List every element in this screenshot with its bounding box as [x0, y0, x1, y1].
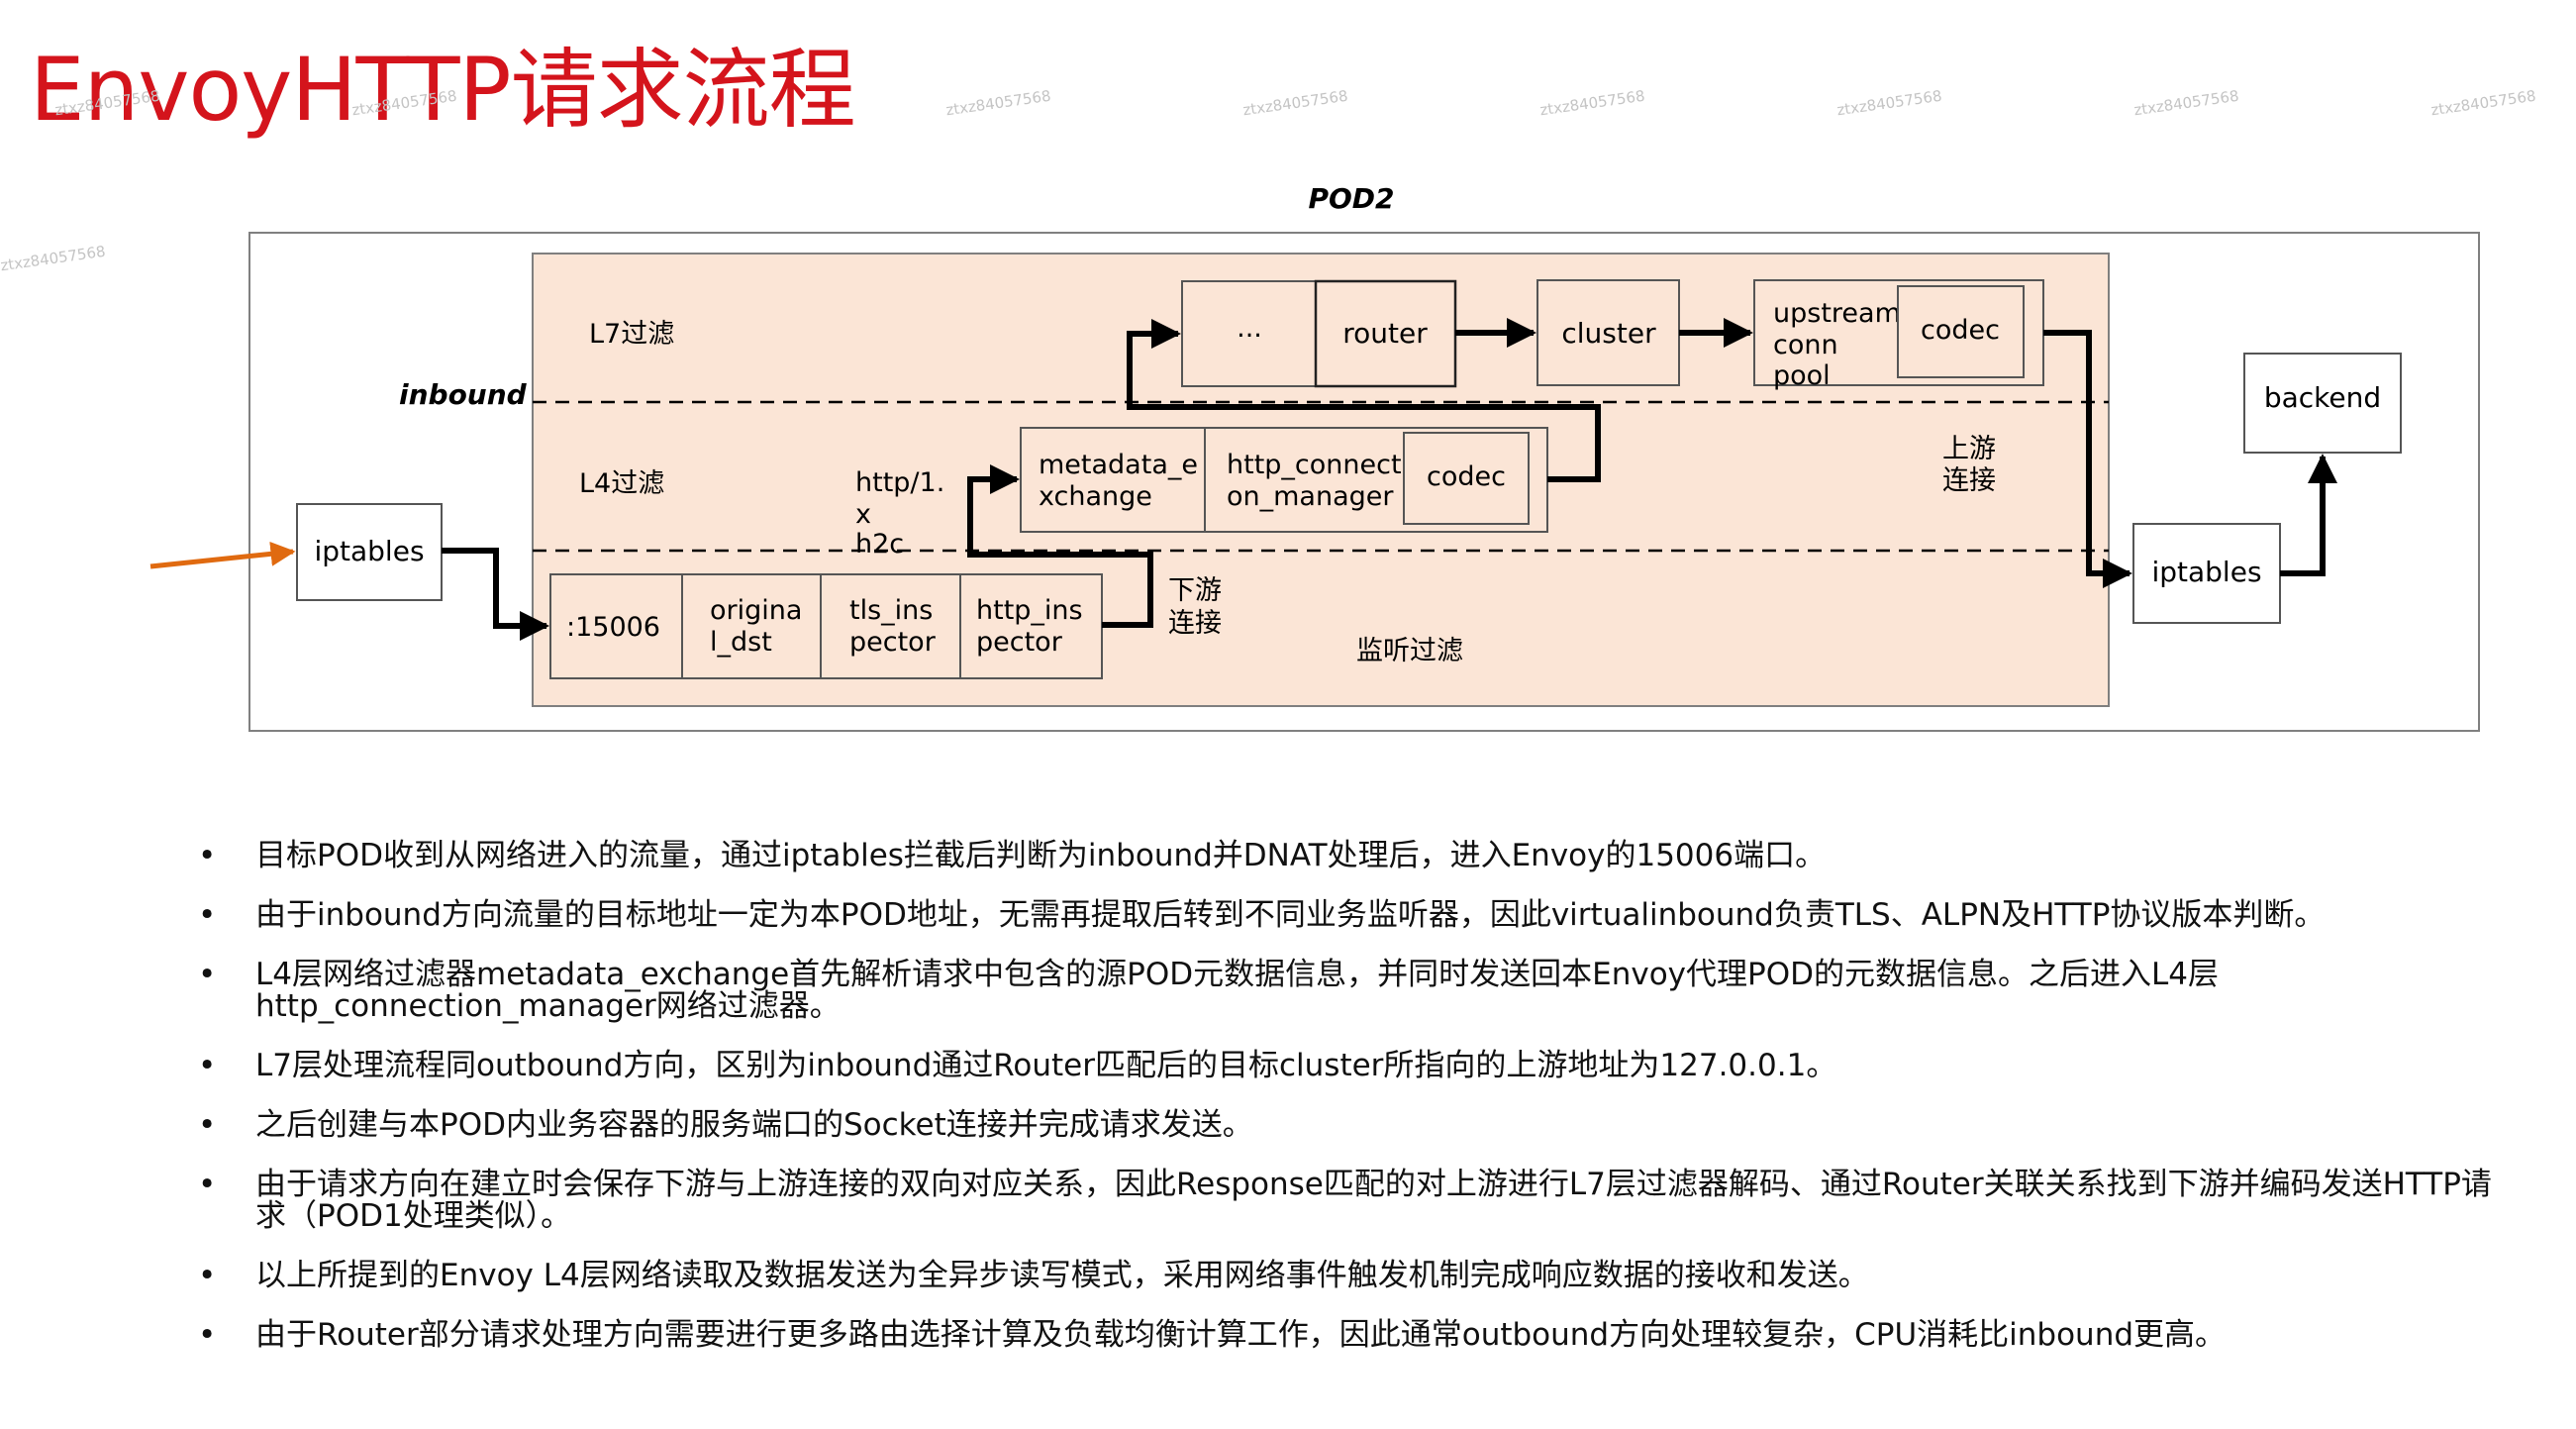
- pool-codec-box: [1897, 285, 2025, 378]
- metadata-exchange-box: [1020, 427, 1206, 533]
- bullet-item: • 以上所提到的Envoy L4层网络读取及数据发送为全异步读写模式，采用网络事…: [198, 1260, 2515, 1291]
- l7-ellipsis: ...: [1237, 313, 1262, 344]
- incoming-traffic-arrow: [149, 541, 296, 569]
- envoy-inbound-flow-diagram: POD2 inbound L7过滤 L4过滤 监听过滤 下游 连接 上游 连接 …: [149, 182, 2480, 732]
- bullet-dot: •: [198, 1167, 217, 1202]
- listener-tls-inspector: tls_ins pector: [849, 595, 941, 658]
- l4-to-l7-arrow: [1127, 319, 1601, 482]
- bullet-list: • 目标POD收到从网络进入的流量，通过iptables拦截后判断为inboun…: [198, 840, 2515, 1378]
- listener-to-l4-arrow: [967, 464, 1153, 628]
- pool-to-iptables-arrow: [2043, 330, 2132, 588]
- iptables-out-label: iptables: [2151, 556, 2261, 588]
- l4-filter-label: L4过滤: [579, 468, 664, 499]
- bullet-text: L7层处理流程同outbound方向，区别为inbound通过Router匹配后…: [255, 1048, 1837, 1083]
- hcm-codec-box: [1403, 432, 1530, 525]
- bullet-item: • 由于inbound方向流量的目标地址一定为本POD地址，无需再提取后转到不同…: [198, 899, 2515, 931]
- iptables-in-box: [296, 503, 443, 601]
- metadata-exchange-label: metadata_e xchange: [1039, 450, 1207, 512]
- pod-label: POD2: [1308, 182, 1394, 215]
- bullet-dot: •: [198, 1258, 217, 1293]
- iptables-to-listener-arrow: [442, 548, 549, 641]
- iptables-out-box: [2132, 523, 2281, 624]
- bullet-text: 以上所提到的Envoy L4层网络读取及数据发送为全异步读写模式，采用网络事件触…: [255, 1258, 1869, 1293]
- inbound-label: inbound: [399, 378, 528, 411]
- pool-codec-label: codec: [1921, 315, 2000, 346]
- bullet-text: 由于请求方向在建立时会保存下游与上游连接的双向对应关系，因此Response匹配…: [255, 1167, 2492, 1234]
- listener-filter-label: 监听过滤: [1356, 636, 1463, 666]
- bullet-item: • 由于Router部分请求处理方向需要进行更多路由选择计算及负载均衡计算工作，…: [198, 1319, 2515, 1351]
- bullet-dot: •: [198, 1048, 217, 1083]
- bullet-item: • 由于请求方向在建立时会保存下游与上游连接的双向对应关系，因此Response…: [198, 1169, 2515, 1232]
- bullet-text: 由于inbound方向流量的目标地址一定为本POD地址，无需再提取后转到不同业务…: [255, 897, 2326, 933]
- iptables-in-label: iptables: [314, 535, 424, 567]
- backend-label: backend: [2264, 381, 2381, 414]
- router-box: [1314, 279, 1457, 388]
- bullet-dot: •: [198, 897, 217, 933]
- upstream-conn-label: 上游 连接: [1942, 434, 2005, 496]
- bullet-dot: •: [198, 957, 217, 992]
- l7-filter-label: L7过滤: [589, 319, 674, 350]
- bullet-item: • L4层网络过滤器metadata_exchange首先解析请求中包含的源PO…: [198, 959, 2515, 1022]
- downstream-conn-label: 下游 连接: [1168, 575, 1231, 639]
- iptables-to-backend-arrow: [2280, 454, 2337, 576]
- bullet-item: • 目标POD收到从网络进入的流量，通过iptables拦截后判断为inboun…: [198, 840, 2515, 871]
- http-connection-manager-label: http_connecti on_manager: [1227, 450, 1418, 512]
- listener-original-dst: origina l_dst: [710, 595, 811, 658]
- bullet-text: 之后创建与本POD内业务容器的服务端口的Socket连接并完成请求发送。: [255, 1107, 1253, 1143]
- router-label: router: [1342, 317, 1428, 350]
- listener-chain-box: [549, 573, 1103, 679]
- upstream-conn-pool-label: upstream conn pool: [1773, 298, 1909, 391]
- bullet-text: 目标POD收到从网络进入的流量，通过iptables拦截后判断为inbound并…: [255, 838, 1827, 873]
- hcm-codec-label: codec: [1427, 461, 1506, 492]
- page-title: EnvoyHTTP请求流程: [30, 39, 856, 141]
- listener-port-15006: :15006: [566, 612, 660, 643]
- bullet-dot: •: [198, 1107, 217, 1143]
- cluster-label: cluster: [1561, 317, 1656, 350]
- backend-box: [2243, 353, 2402, 454]
- bullet-item: • L7层处理流程同outbound方向，区别为inbound通过Router匹…: [198, 1050, 2515, 1081]
- bullet-item: • 之后创建与本POD内业务容器的服务端口的Socket连接并完成请求发送。: [198, 1109, 2515, 1141]
- listener-http-inspector: http_ins pector: [976, 595, 1091, 658]
- cluster-box: [1536, 279, 1680, 386]
- bullet-text: L4层网络过滤器metadata_exchange首先解析请求中包含的源POD元…: [255, 957, 2219, 1024]
- bullet-dot: •: [198, 1317, 217, 1353]
- http-version-label: http/1. x h2c: [855, 467, 953, 560]
- bullet-dot: •: [198, 838, 217, 873]
- bullet-text: 由于Router部分请求处理方向需要进行更多路由选择计算及负载均衡计算工作，因此…: [255, 1317, 2227, 1353]
